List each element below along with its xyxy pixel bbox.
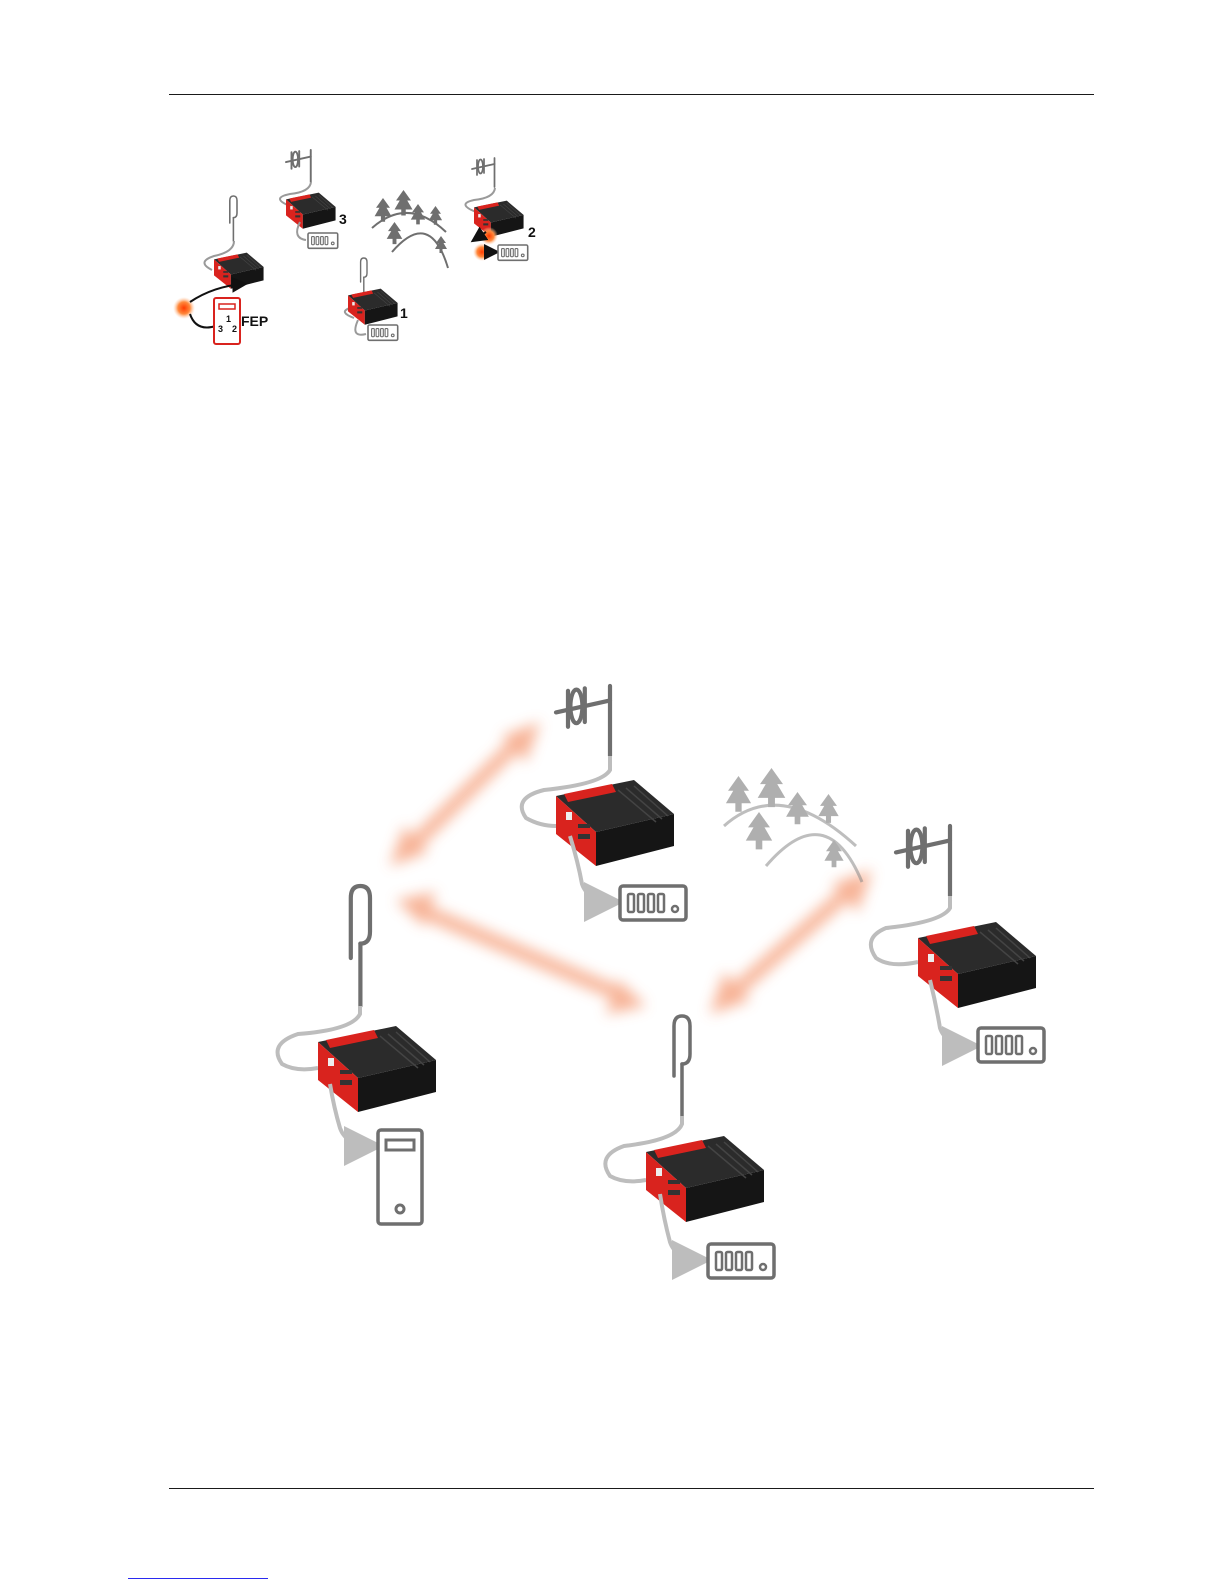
rtu-terminal-icon: [708, 1244, 774, 1278]
server-tower-icon: [378, 1130, 422, 1224]
svg-text:2: 2: [232, 324, 237, 334]
station-right: [871, 826, 1044, 1062]
rtu-terminal-icon: [498, 245, 528, 260]
whip-antenna-icon: [351, 886, 370, 1006]
modem-device-icon: [318, 1026, 436, 1112]
radio-link-left-top: [390, 722, 540, 866]
rtu-terminal-icon: [368, 325, 398, 340]
station-label-3: 3: [339, 211, 347, 227]
svg-text:3: 3: [218, 324, 223, 334]
signal-glow: [480, 227, 498, 245]
main-network-diagram: [278, 686, 1044, 1278]
yagi-antenna-icon: [286, 150, 311, 182]
station-label-1: 1: [400, 305, 408, 321]
rtu-terminal-icon: [308, 233, 338, 248]
rtu-terminal-icon: [978, 1028, 1044, 1062]
radio-links: [390, 722, 872, 1014]
overview-diagram: 3 2 1 3 1 2 FEP: [173, 150, 536, 344]
svg-text:1: 1: [226, 314, 231, 324]
station-top: [522, 686, 686, 920]
rtu-terminal-icon: [620, 886, 686, 920]
whip-antenna-icon: [674, 1016, 690, 1116]
modem-device-icon: [286, 193, 336, 229]
station-left-fep: [278, 886, 436, 1224]
modem-device-icon: [214, 253, 264, 289]
modem-device-icon: [348, 289, 398, 325]
forest-hills-icon: [372, 190, 448, 268]
yagi-antenna-icon: [472, 158, 495, 187]
whip-antenna-icon: [230, 196, 237, 241]
station-bottom: [605, 1016, 774, 1278]
radio-link-left-center: [396, 892, 646, 1014]
station-label-2: 2: [528, 224, 536, 240]
fep-label: FEP: [241, 313, 268, 329]
fep-server-icon: 3 1 2: [214, 298, 240, 344]
forest-hills-icon: [724, 768, 862, 882]
yagi-antenna-icon: [896, 826, 950, 896]
radio-link-center-right: [710, 870, 872, 1014]
yagi-antenna-icon: [556, 686, 610, 756]
modem-device-icon: [918, 922, 1036, 1008]
